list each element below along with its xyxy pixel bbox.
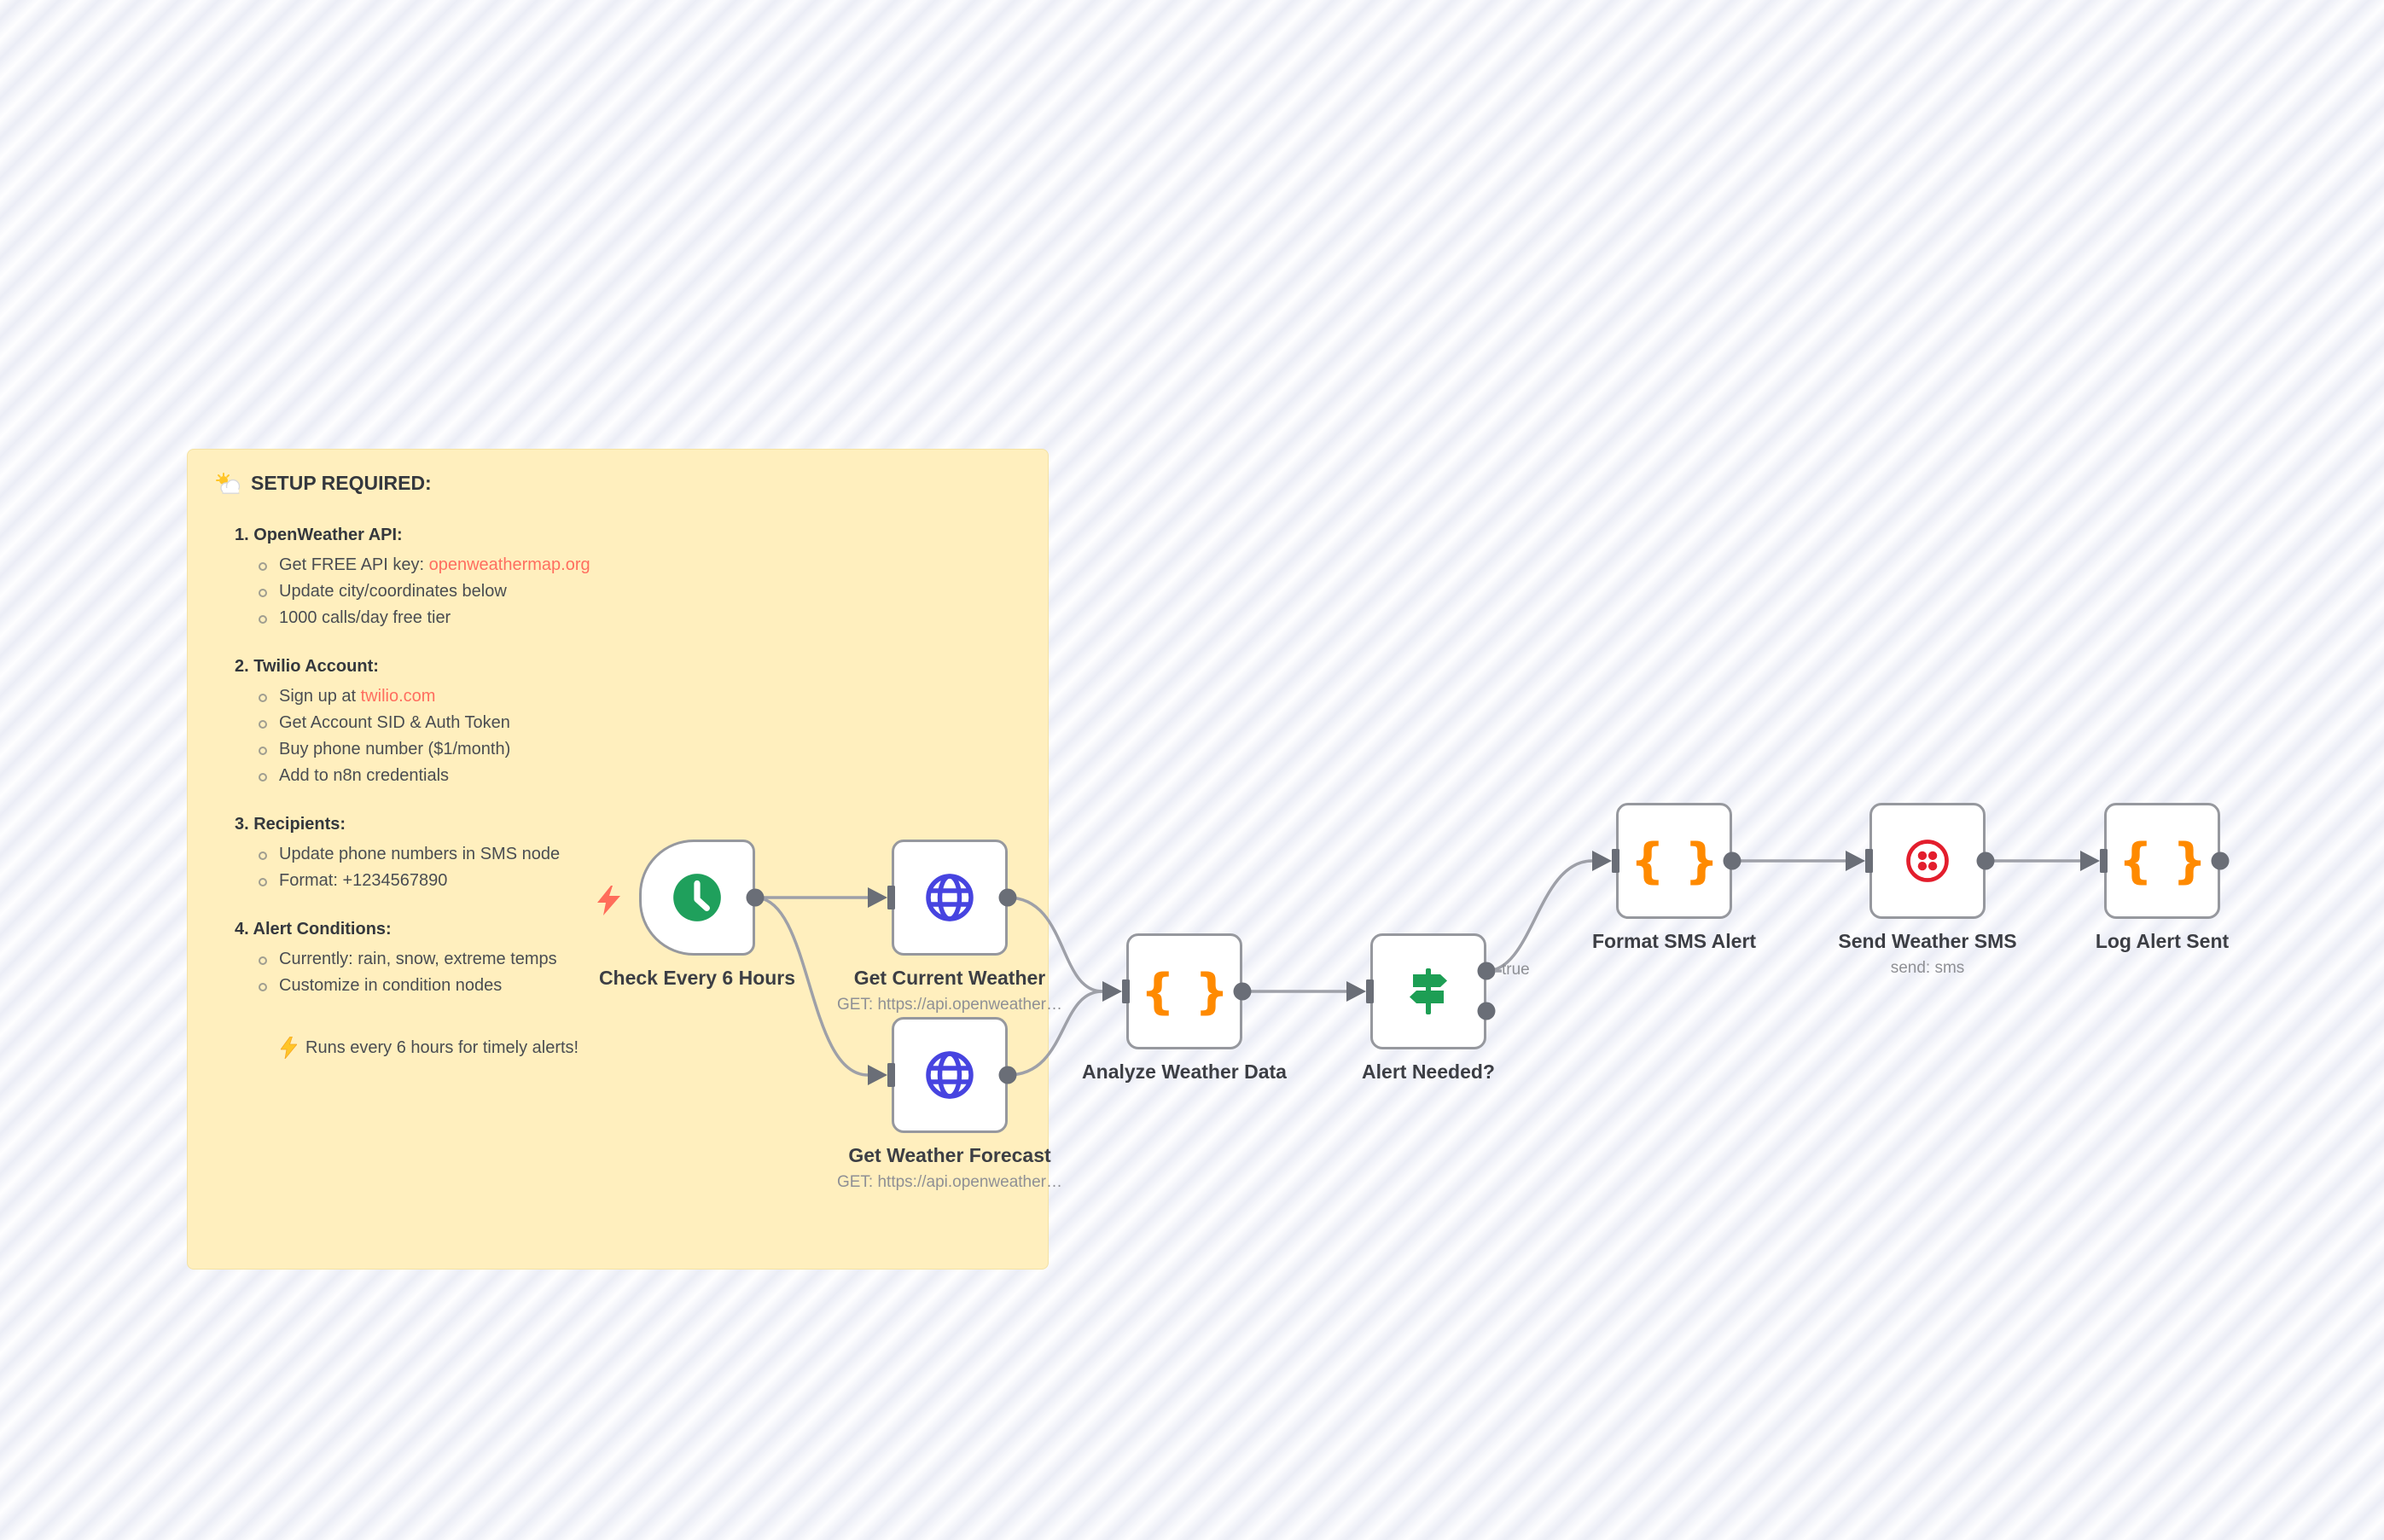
list-item: 1000 calls/day free tier	[257, 605, 1022, 631]
node-get-current-weather[interactable]: Get Current Weather GET: https://api.ope…	[837, 840, 1062, 1014]
node-caption: GET: https://api.openweather…	[836, 996, 1063, 1014]
sticky-section-openweather: 1. OpenWeather API: Get FREE API key: op…	[235, 526, 1022, 631]
section-heading: 2. Twilio Account:	[235, 657, 379, 676]
sticky-section-twilio: 2. Twilio Account: Sign up at twilio.com…	[235, 657, 1022, 789]
list-item: Sign up at twilio.com	[257, 683, 1022, 710]
section-heading: 1. OpenWeather API:	[235, 526, 403, 544]
node-check-every-6-hours[interactable]: Check Every 6 Hours	[599, 840, 795, 989]
sticky-title: SETUP REQUIRED:	[215, 472, 1022, 495]
sticky-section-recipients: 3. Recipients: Update phone numbers in S…	[235, 815, 1022, 894]
node-label: Get Weather Forecast	[848, 1144, 1051, 1166]
node-format-sms-alert[interactable]: { } Format SMS Alert	[1592, 803, 1756, 952]
section-heading: 3. Recipients:	[235, 815, 346, 834]
node-alert-needed[interactable]: Alert Needed?	[1362, 933, 1495, 1083]
list-item: Format: +1234567890	[257, 868, 1022, 894]
twilio-link[interactable]: twilio.com	[360, 687, 436, 706]
node-label: Alert Needed?	[1362, 1061, 1495, 1083]
trigger-bolt-icon	[597, 886, 620, 920]
node-label: Log Alert Sent	[2095, 930, 2230, 952]
node-send-weather-sms[interactable]: Send Weather SMS send: sms	[1838, 803, 2017, 977]
branch-true-label: true	[1502, 961, 1530, 979]
list-item: Customize in condition nodes	[257, 973, 1022, 999]
node-caption: GET: https://api.openweather…	[836, 1173, 1063, 1191]
list-item: Update phone numbers in SMS node	[257, 841, 1022, 868]
signpost-if-icon	[1401, 964, 1456, 1019]
section-heading: 4. Alert Conditions:	[235, 920, 392, 939]
sticky-footer: Runs every 6 hours for timely alerts!	[281, 1037, 1022, 1059]
code-braces-icon: { }	[2118, 833, 2215, 889]
lightning-emoji	[281, 1037, 297, 1059]
list-item: Add to n8n credentials	[257, 763, 1022, 789]
sticky-title-text: SETUP REQUIRED:	[251, 472, 432, 494]
node-label: Check Every 6 Hours	[598, 967, 796, 989]
node-caption: send: sms	[1890, 959, 1965, 977]
list-item: Get FREE API key: openweathermap.org	[257, 552, 1022, 578]
node-label: Get Current Weather	[853, 967, 1046, 989]
code-braces-icon: { }	[1630, 833, 1727, 889]
sticky-section-alert-conditions: 4. Alert Conditions: Currently: rain, sn…	[235, 920, 1022, 999]
globe-icon	[922, 870, 977, 925]
node-label: Format SMS Alert	[1591, 930, 1757, 952]
list-item: Currently: rain, snow, extreme temps	[257, 946, 1022, 973]
connection-alert-true-to-format[interactable]	[1486, 859, 1593, 973]
openweathermap-link[interactable]: openweathermap.org	[428, 555, 590, 574]
node-label: Analyze Weather Data	[1082, 1061, 1287, 1083]
globe-icon	[922, 1048, 977, 1102]
twilio-icon	[1902, 835, 1953, 886]
list-item: Get Account SID & Auth Token	[257, 710, 1022, 736]
clock-icon	[669, 869, 725, 926]
code-braces-icon: { }	[1140, 963, 1237, 1020]
node-label: Send Weather SMS	[1838, 930, 2017, 952]
list-item: Update city/coordinates below	[257, 578, 1022, 605]
sun-behind-cloud-icon	[215, 472, 241, 495]
node-log-alert-sent[interactable]: { } Log Alert Sent	[2096, 803, 2229, 952]
list-item: Buy phone number ($1/month)	[257, 736, 1022, 763]
node-analyze-weather-data[interactable]: { } Analyze Weather Data	[1082, 933, 1287, 1083]
node-get-weather-forecast[interactable]: Get Weather Forecast GET: https://api.op…	[837, 1017, 1062, 1191]
